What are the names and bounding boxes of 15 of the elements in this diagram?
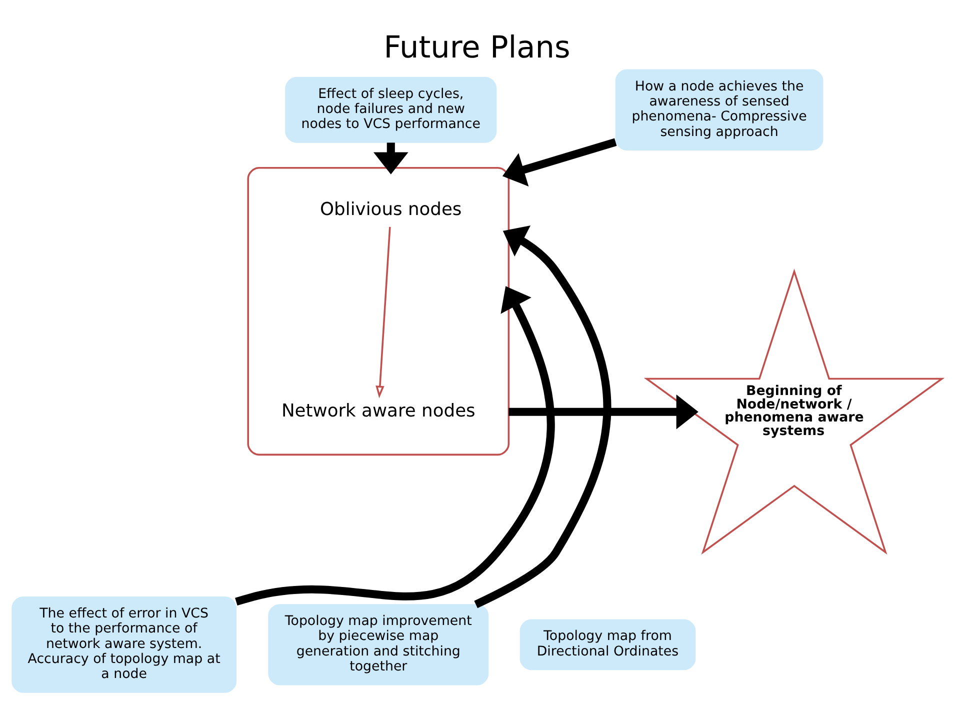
diagram-title: Future Plans xyxy=(384,30,570,66)
arrow xyxy=(474,226,612,608)
arrow xyxy=(508,394,698,430)
node-text: Network aware nodes xyxy=(281,400,476,422)
node-box: Effect of sleep cycles, node failures and new nodes to VCS performance xyxy=(285,76,497,143)
cluster xyxy=(247,167,510,456)
arrow xyxy=(376,226,391,398)
node-box: The effect of error in VCS to the performance of network aware system. Accuracy of topology map at a node xyxy=(12,596,236,693)
arrow xyxy=(235,286,555,606)
node-box: Topology map improvement by piecewise map generation and stitching together xyxy=(268,604,489,686)
arrow xyxy=(502,138,617,186)
arrow xyxy=(373,142,408,174)
node-box: Topology map from Directional Ordinates xyxy=(520,619,696,670)
node-text: Oblivious nodes xyxy=(320,199,462,220)
node-box: How a node achieves the awareness of sensed phenomena- Compressive sensing approach xyxy=(615,69,824,150)
